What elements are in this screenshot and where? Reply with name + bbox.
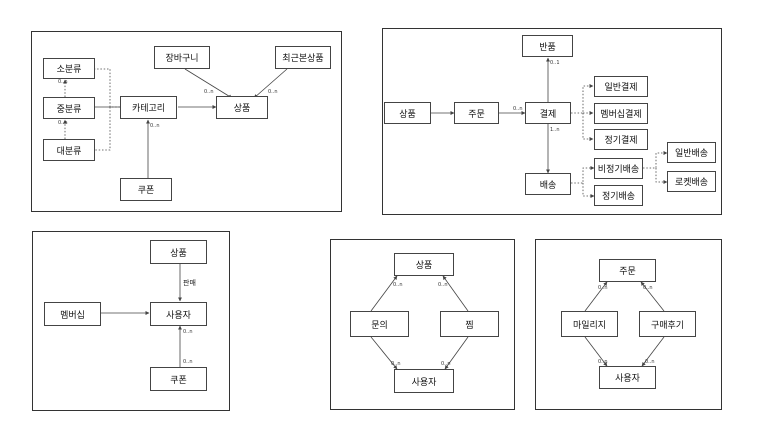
label-mult: 0..n: [183, 329, 193, 335]
label-mult: 0..n: [150, 123, 160, 129]
edge-irregular-general: [643, 151, 668, 169]
label-mult: 0..n: [513, 106, 523, 112]
node-category: 카테고리: [120, 96, 177, 119]
edge-delivery-regular: [582, 183, 595, 198]
label-mult: 0..n: [598, 359, 608, 365]
label-mult: 0..1: [550, 60, 560, 66]
label-relation-sale: 판매: [183, 278, 196, 287]
node-purchase-review: 구매후기: [639, 311, 696, 337]
node-payment: 결제: [525, 102, 571, 124]
node-mileage: 마일리지: [561, 311, 618, 337]
edge-inquiry-user: [370, 336, 398, 370]
node-regular-delivery: 정기배송: [594, 185, 643, 206]
node-user: 사용자: [150, 302, 207, 326]
node-user: 사용자: [599, 366, 656, 389]
edge-inquiry-product: [370, 275, 398, 312]
label-mult: 0..n: [645, 359, 655, 365]
node-general-delivery: 일반배송: [667, 142, 716, 163]
node-order: 주문: [454, 102, 499, 124]
node-membership-payment: 멤버십결제: [594, 103, 648, 124]
node-delivery: 배송: [525, 173, 571, 195]
edge-recent-product: [253, 68, 288, 99]
edge-mileage-user: [584, 336, 608, 367]
label-mult: 0..n: [58, 79, 68, 85]
label-mult: 0..n: [441, 361, 451, 367]
node-membership: 멤버십: [44, 302, 101, 326]
label-mult: 0..n: [438, 282, 448, 288]
label-mult: 0..n: [204, 89, 214, 95]
node-refund: 반품: [522, 35, 573, 57]
node-product: 상품: [384, 102, 431, 124]
node-recent-products: 최근본상품: [275, 46, 331, 69]
node-regular-payment: 정기결제: [594, 129, 648, 150]
edge-cart-product: [184, 68, 233, 99]
label-mult: 0..n: [58, 120, 68, 126]
node-product: 상품: [394, 253, 454, 276]
node-inquiry: 문의: [350, 311, 409, 337]
node-coupon: 쿠폰: [120, 178, 172, 201]
label-mult: 0..n: [268, 89, 278, 95]
edge-review-order: [640, 281, 665, 312]
node-coupon: 쿠폰: [150, 367, 207, 391]
node-cart: 장바구니: [154, 46, 210, 69]
edge-wish-product: [442, 275, 469, 312]
node-general-payment: 일반결제: [594, 76, 648, 97]
node-rocket-delivery: 로켓배송: [667, 171, 716, 192]
node-small-category: 소분류: [43, 58, 95, 79]
node-mid-category: 중분류: [43, 97, 95, 119]
node-user: 사용자: [394, 369, 454, 393]
label-mult: 0..n: [393, 282, 403, 288]
edge-mileage-order: [584, 281, 608, 312]
label-mult: 0..n: [598, 285, 608, 291]
label-mult: 0..n: [391, 361, 401, 367]
edge-payment-general: [571, 84, 594, 114]
node-irregular-delivery: 비정기배송: [594, 158, 643, 179]
label-mult: 0..n: [643, 285, 653, 291]
label-mult: 0..n: [183, 359, 193, 365]
edge-delivery-irregular: [571, 166, 595, 184]
node-product: 상품: [216, 96, 268, 119]
edge-payment-regular: [582, 113, 594, 141]
edge-wish-user: [444, 336, 469, 370]
node-product: 상품: [150, 240, 207, 264]
node-large-category: 대분류: [43, 139, 95, 161]
node-wish: 찜: [440, 311, 499, 337]
label-mult: 1..n: [550, 127, 560, 133]
edge-review-user: [641, 336, 665, 367]
edge-irregular-rocket: [655, 168, 668, 184]
node-order: 주문: [599, 259, 656, 282]
